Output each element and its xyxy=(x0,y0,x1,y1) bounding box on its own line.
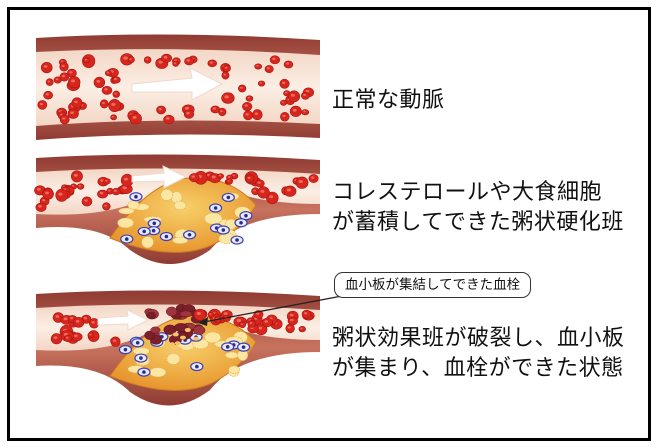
label-rupture-line1: 粥状効果班が破裂し、血小板 xyxy=(332,324,625,354)
normal-artery xyxy=(36,34,320,140)
label-normal-artery: 正常な動脈 xyxy=(332,86,445,116)
label-plaque-line1: コレステロールや大食細胞 xyxy=(332,178,602,208)
label-plaque-line2: が蓄積してできた粥状硬化班 xyxy=(332,208,624,238)
plaque-artery xyxy=(34,154,320,264)
callout-thrombus: 血小板が集結してできた血栓 xyxy=(334,272,531,298)
label-rupture-line2: が集まり、血栓ができた状態 xyxy=(332,354,624,384)
